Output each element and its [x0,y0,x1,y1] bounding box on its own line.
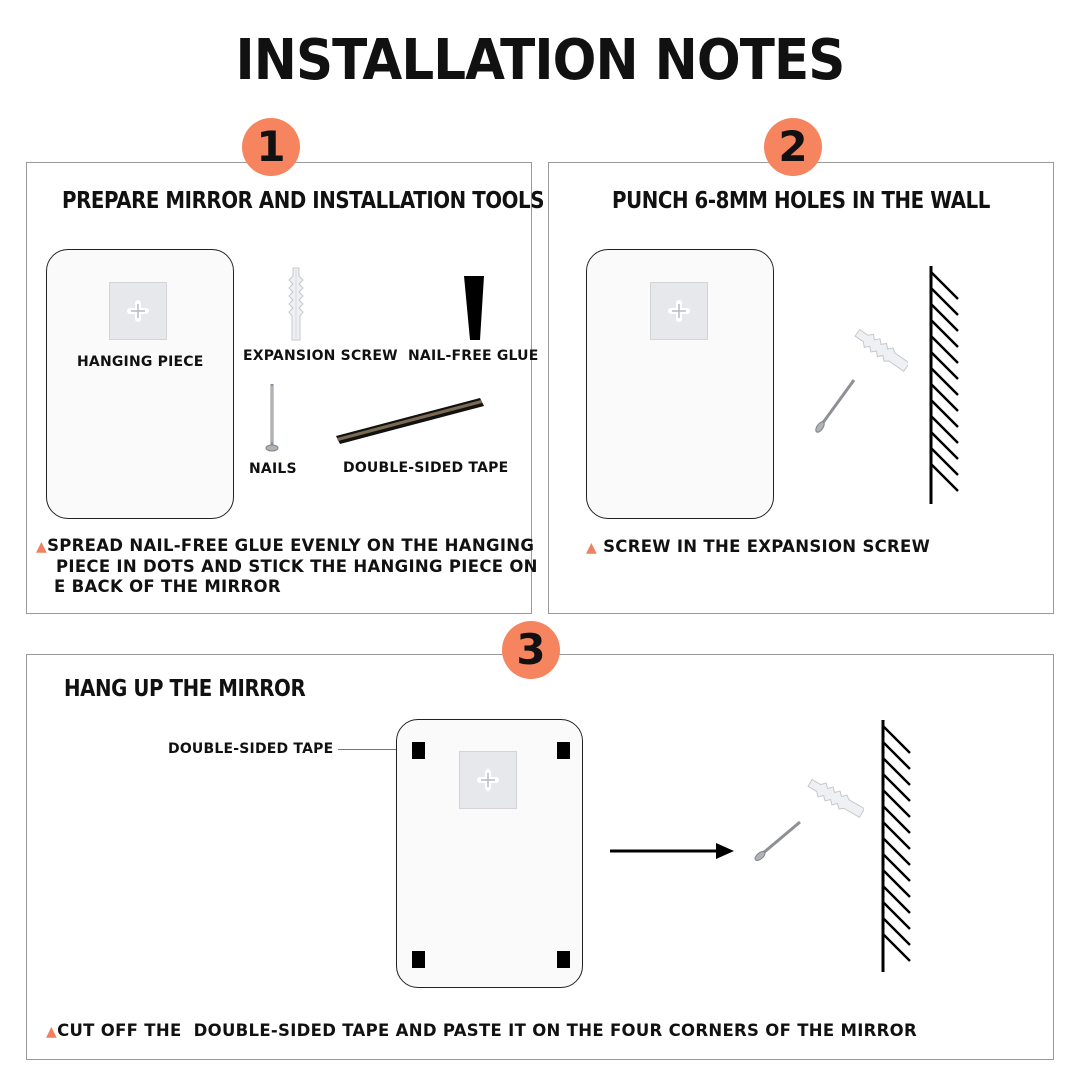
step-2-badge: 2 [764,118,822,176]
tape-corner-bottom-right [557,951,570,968]
step-1-note-line-2: PIECE IN DOTS AND STICK THE HANGING PIEC… [56,557,538,576]
expansion-screw-label: EXPANSION SCREW [243,348,398,364]
arrow-right-icon [608,840,738,867]
double-sided-tape-label: DOUBLE-SIDED TAPE [343,460,509,476]
nail-icon [263,382,281,459]
screw-and-anchor-icon [812,328,911,441]
triangle-bullet-icon: ▲ [46,1024,58,1040]
triangle-bullet-icon: ▲ [586,540,598,556]
step-3-badge: 3 [502,621,560,679]
step-1-badge: 1 [242,118,300,176]
hanging-piece-label: HANGING PIECE [77,354,204,370]
tape-corner-top-right [557,742,570,759]
wall-icon [880,720,914,977]
tape-leader-line [338,749,412,750]
nails-label: NAILS [249,461,297,477]
nail-free-glue-label: NAIL-FREE GLUE [408,348,539,364]
step-3-tape-label: DOUBLE-SIDED TAPE [168,741,334,757]
screw-and-anchor-icon [752,778,866,873]
step-1-note: ▲SPREAD NAIL-FREE GLUE EVENLY ON THE HAN… [36,536,538,597]
step-1-note-line-1: SPREAD NAIL-FREE GLUE EVENLY ON THE HANG… [47,536,535,555]
triangle-bullet-icon: ▲ [36,539,48,555]
step-3-note: ▲CUT OFF THE DOUBLE-SIDED TAPE AND PASTE… [46,1021,917,1042]
step-2-note: ▲ SCREW IN THE EXPANSION SCREW [586,537,930,558]
hanging-piece-icon [459,751,517,809]
double-sided-tape-icon [334,392,486,453]
step-1-note-line-3: E BACK OF THE MIRROR [54,577,281,596]
step-3-note-text: CUT OFF THE DOUBLE-SIDED TAPE AND PASTE … [57,1021,917,1040]
step-1-heading: PREPARE MIRROR AND INSTALLATION TOOLS [62,188,545,214]
hanging-piece-icon [109,282,167,340]
wall-icon [928,266,962,509]
hanging-piece-icon [650,282,708,340]
step-2-note-text: SCREW IN THE EXPANSION SCREW [603,537,931,556]
page-title: INSTALLATION NOTES [235,28,846,93]
tape-corner-top-left [412,742,425,759]
step-2-heading: PUNCH 6-8MM HOLES IN THE WALL [612,188,990,214]
nail-free-glue-icon [462,274,488,349]
step-3-heading: HANG UP THE MIRROR [64,676,306,702]
tape-corner-bottom-left [412,951,425,968]
expansion-screw-icon [284,266,308,347]
